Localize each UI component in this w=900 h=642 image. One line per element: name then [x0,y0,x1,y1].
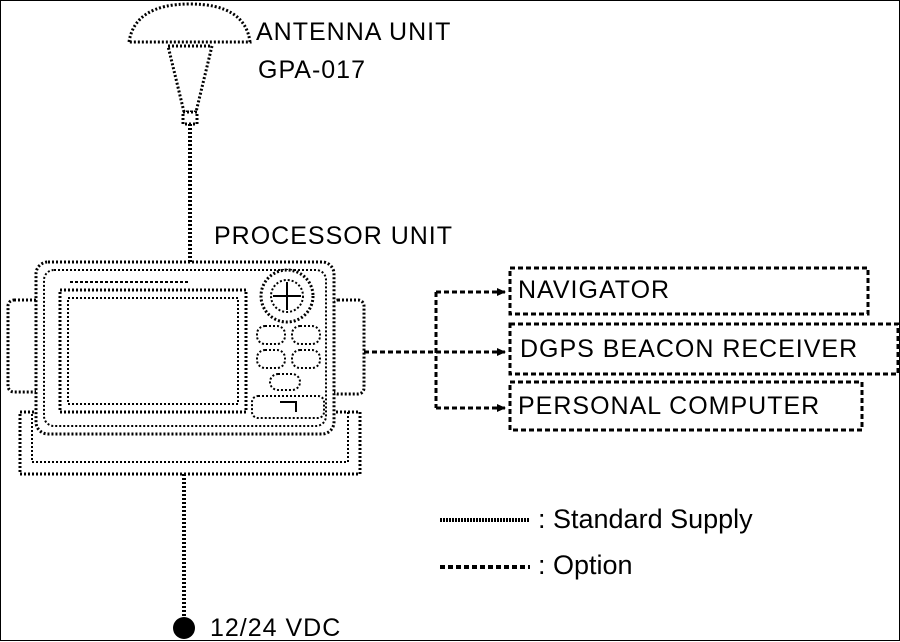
power-terminal-icon [173,617,195,639]
dgps-beacon-receiver-box [508,322,900,376]
optional-connections [364,288,506,412]
legend-standard-label: : Standard Supply [538,504,753,534]
legend-option-label: : Option [538,550,633,580]
processor-unit-label: PROCESSOR UNIT [214,222,454,250]
antenna-unit-label: ANTENNA UNIT [256,18,452,46]
antenna-model-label: GPA-017 [258,56,366,84]
processor-unit-icon [6,260,366,476]
personal-computer-label: PERSONAL COMPUTER [518,392,821,420]
antenna-unit-icon [127,2,252,126]
navigator-box [508,266,870,316]
navigator-label: NAVIGATOR [518,276,671,304]
power-supply-label: 12/24 VDC [210,614,342,642]
personal-computer-box [508,380,864,432]
dgps-beacon-receiver-label: DGPS BEACON RECEIVER [520,335,859,363]
